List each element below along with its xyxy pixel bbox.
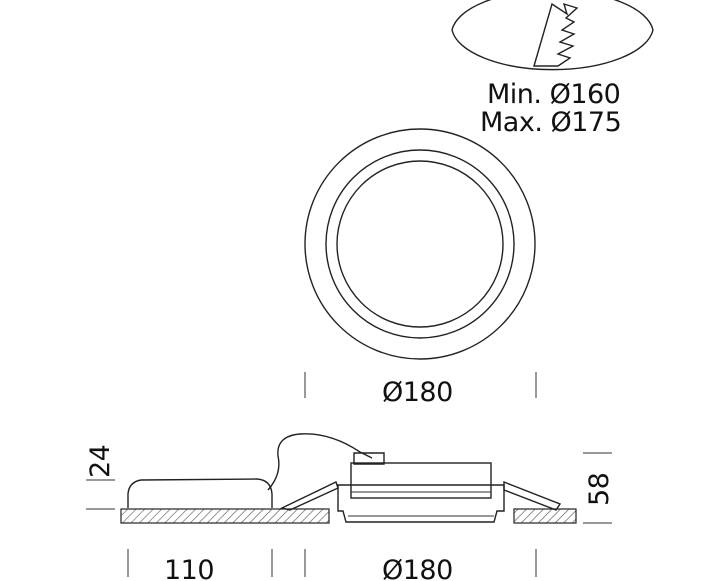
lamp-middle-ring: [325, 149, 515, 339]
saw-blade-icon: [533, 2, 579, 67]
spring-clip-left: [279, 481, 339, 511]
driver-length-label: 110: [164, 555, 214, 581]
lamp-body: [337, 484, 505, 523]
driver-height-label: 24: [85, 445, 116, 478]
lamp-width-label: Ø180: [382, 555, 453, 581]
top-view-width-label: Ø180: [382, 377, 453, 408]
side-view: 24 110 Ø180 58: [85, 433, 615, 581]
lamp-height-label: 58: [584, 473, 615, 506]
spring-clip-right: [503, 480, 562, 511]
cable-strain-relief: [353, 452, 385, 465]
top-view: Ø180: [304, 128, 537, 408]
cutout-min-label: Min. Ø160: [487, 79, 620, 110]
lamp-outer-ring: [304, 128, 536, 360]
cutout-ellipse: [451, 0, 654, 71]
ceiling-section-right: [513, 508, 577, 524]
driver-box: [127, 478, 273, 508]
lamp-housing: [350, 462, 492, 499]
connecting-cable: [267, 433, 373, 491]
lamp-inner-ring: [336, 160, 504, 328]
cutout-detail: Min. Ø160 Max. Ø175: [451, 0, 654, 138]
cutout-max-label: Max. Ø175: [480, 107, 621, 138]
ceiling-section-left: [120, 508, 330, 524]
